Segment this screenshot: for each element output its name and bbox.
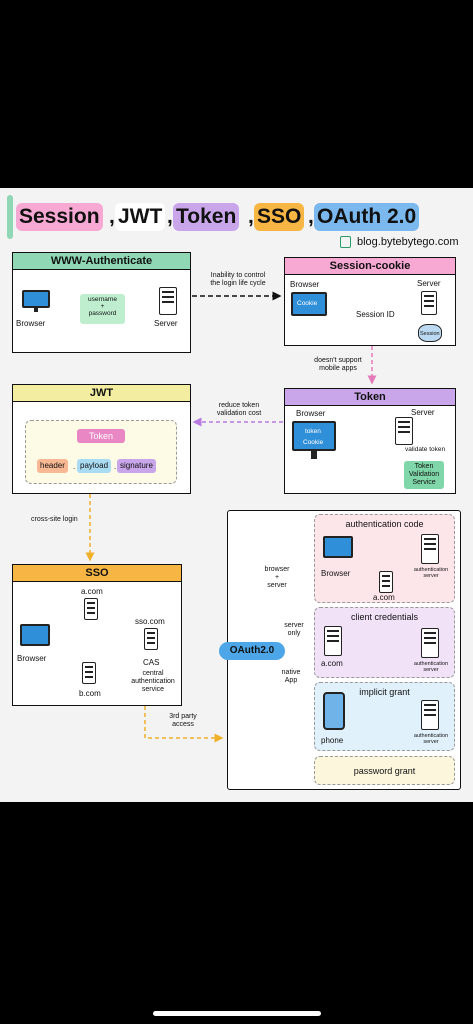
session-browser-label: Browser bbox=[290, 280, 320, 289]
session-browser-monitor-icon bbox=[291, 292, 327, 316]
title-comma: , bbox=[308, 205, 314, 228]
sso-com-label: sso.com bbox=[135, 617, 165, 626]
validate-token-label: validate token bbox=[405, 446, 446, 453]
oauth-browser-label: Browser bbox=[321, 569, 351, 578]
sso-cas-server-icon bbox=[144, 628, 158, 650]
password-grant-box: password grant bbox=[314, 756, 455, 785]
title-word-sso: SSO bbox=[254, 203, 305, 231]
token-validation-service-box bbox=[404, 461, 444, 489]
oauth-browser-monitor-icon bbox=[323, 536, 353, 558]
implicit-grant-title: implicit grant bbox=[359, 687, 410, 697]
phone-label: phone bbox=[321, 736, 344, 745]
token-monitor-stand-icon bbox=[311, 451, 317, 459]
credentials-box bbox=[80, 294, 125, 324]
www-server-icon bbox=[159, 287, 177, 315]
jwt-signature-part: signature bbox=[117, 459, 156, 473]
credentials-label: username + password bbox=[88, 296, 117, 317]
phone-icon bbox=[323, 692, 345, 730]
title-accent-bar bbox=[7, 195, 13, 239]
auth-code-server-label: authentication server bbox=[413, 567, 449, 579]
sso-b-label: b.com bbox=[79, 689, 101, 698]
token-server-label: Server bbox=[411, 408, 435, 417]
www-authenticate-header: WWW-Authenticate bbox=[13, 253, 190, 270]
www-browser-label: Browser bbox=[16, 319, 46, 328]
oauth-edge-server-only: server only bbox=[284, 622, 304, 637]
third-party-note: 3rd party access bbox=[169, 713, 197, 728]
token-browser-monitor-icon bbox=[292, 421, 336, 451]
title-comma: , bbox=[109, 205, 115, 228]
reduce-note: reduce token validation cost bbox=[216, 402, 262, 417]
client-auth-server-icon bbox=[421, 628, 439, 658]
session-cookie-label: Cookie bbox=[297, 300, 318, 307]
jwt-payload-part: payload bbox=[77, 459, 112, 473]
jwt-dot: . bbox=[73, 462, 76, 471]
mobile-note: doesn't support mobile apps bbox=[314, 357, 362, 372]
sso-browser-monitor-icon bbox=[20, 624, 50, 646]
sso-header: SSO bbox=[13, 565, 181, 582]
implicit-auth-server-label: authentication server bbox=[413, 733, 449, 745]
session-db-label: Session bbox=[420, 331, 440, 337]
sso-a-label: a.com bbox=[81, 587, 103, 596]
token-token-label: token bbox=[305, 428, 321, 435]
token-server-icon bbox=[395, 417, 413, 445]
title-word-oauth: OAuth 2.0 bbox=[314, 203, 420, 231]
session-id-label: Session ID bbox=[356, 310, 395, 319]
title-comma: , bbox=[167, 205, 173, 228]
client-auth-server-label: authentication server bbox=[413, 661, 449, 673]
title-word-token: Token bbox=[173, 203, 240, 231]
client-cred-title: client credentials bbox=[350, 612, 419, 622]
implicit-auth-server-icon bbox=[421, 700, 439, 730]
client-a-label: a.com bbox=[321, 659, 343, 668]
token-validation-service-label: Token Validation Service bbox=[408, 463, 440, 486]
session-server-icon bbox=[421, 291, 437, 315]
browser-monitor-icon bbox=[22, 290, 50, 308]
blog-url: blog.bytebytego.com bbox=[357, 236, 459, 248]
oauth-a-label: a.com bbox=[373, 593, 395, 602]
oauth-edge-native-app: native App bbox=[281, 669, 301, 684]
title-word-session: Session bbox=[16, 203, 103, 231]
sso-cas-desc: central authentication service bbox=[131, 670, 175, 693]
title-word-jwt: JWT bbox=[115, 203, 166, 231]
jwt-dot: . bbox=[114, 462, 117, 471]
jwt-header-part: header bbox=[37, 459, 68, 473]
oauth-center-node: OAuth2.0 bbox=[219, 642, 285, 660]
monitor-stand-icon bbox=[34, 308, 38, 312]
jwt-token-label: Token bbox=[77, 429, 125, 443]
sso-a-server-icon bbox=[84, 598, 98, 620]
token-cookie-label: Cookie bbox=[303, 439, 324, 446]
client-a-server-icon bbox=[324, 626, 342, 656]
auth-code-title: authentication code bbox=[345, 519, 424, 529]
token-browser-label: Browser bbox=[296, 409, 326, 418]
auth-code-server-icon bbox=[421, 534, 439, 564]
password-grant-title: password grant bbox=[353, 766, 416, 776]
home-indicator[interactable] bbox=[153, 1011, 321, 1016]
www-server-label: Server bbox=[154, 319, 178, 328]
session-server-label: Server bbox=[417, 279, 441, 288]
sso-browser-label: Browser bbox=[17, 654, 47, 663]
jwt-header: JWT bbox=[13, 385, 190, 402]
sso-b-server-icon bbox=[82, 662, 96, 684]
cross-site-note: cross-site login bbox=[31, 516, 78, 523]
lifecycle-note: Inability to control the login life cycl… bbox=[210, 272, 266, 287]
sso-cas-label: CAS bbox=[143, 658, 160, 667]
session-cookie-header: Session-cookie bbox=[285, 258, 455, 275]
token-header: Token bbox=[285, 389, 455, 406]
oauth-edge-browser-server: browser + server bbox=[264, 566, 290, 589]
oauth-a-server-icon bbox=[379, 571, 393, 593]
bytebytego-logo-icon bbox=[340, 236, 351, 248]
title-comma: , bbox=[248, 205, 254, 228]
session-database-icon bbox=[418, 324, 442, 342]
